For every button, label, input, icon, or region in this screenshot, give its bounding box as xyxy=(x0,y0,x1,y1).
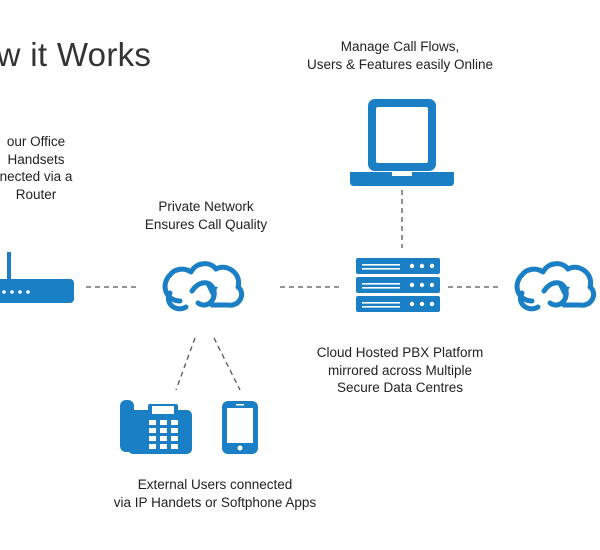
office-line-3: nected via a xyxy=(0,169,73,184)
page-title: ow it Works xyxy=(0,36,152,73)
connector-cloud-deskphone xyxy=(175,337,196,391)
office-line-2: Handsets xyxy=(7,151,65,167)
cloud-pbx-line-1: Cloud Hosted PBX Platform xyxy=(316,345,484,360)
office-line-1: our Office xyxy=(6,134,66,149)
external-line-2: via IP Handets or Softphone Apps xyxy=(113,494,317,510)
office-label: our Office Handsets nected via a Router xyxy=(0,133,82,203)
cloud-pbx-line-2: mirrored across Multiple xyxy=(327,362,473,378)
router-icon xyxy=(0,252,74,303)
manage-label: Manage Call Flows, Users & Features easi… xyxy=(290,38,510,73)
desk-phone-icon xyxy=(120,400,192,454)
external-users-label: External Users connected via IP Handets … xyxy=(90,476,340,511)
private-network-line-1: Private Network xyxy=(158,199,254,214)
laptop-icon xyxy=(350,99,454,186)
cloud-icon xyxy=(517,264,594,309)
connector-cloud-smartphone xyxy=(213,337,241,391)
manage-line-2: Users & Features easily Online xyxy=(306,56,494,72)
external-line-1: External Users connected xyxy=(137,477,293,492)
smartphone-icon xyxy=(222,401,258,454)
private-network-line-2: Ensures Call Quality xyxy=(144,216,268,232)
cloud-pbx-label: Cloud Hosted PBX Platform mirrored acros… xyxy=(300,344,500,397)
private-network-label: Private Network Ensures Call Quality xyxy=(126,198,286,233)
office-line-4: Router xyxy=(15,186,57,202)
cloud-icon xyxy=(165,264,242,309)
connectors xyxy=(86,190,502,391)
manage-line-1: Manage Call Flows, xyxy=(340,39,460,54)
cloud-pbx-line-3: Secure Data Centres xyxy=(336,380,464,395)
server-rack-icon xyxy=(356,258,440,312)
